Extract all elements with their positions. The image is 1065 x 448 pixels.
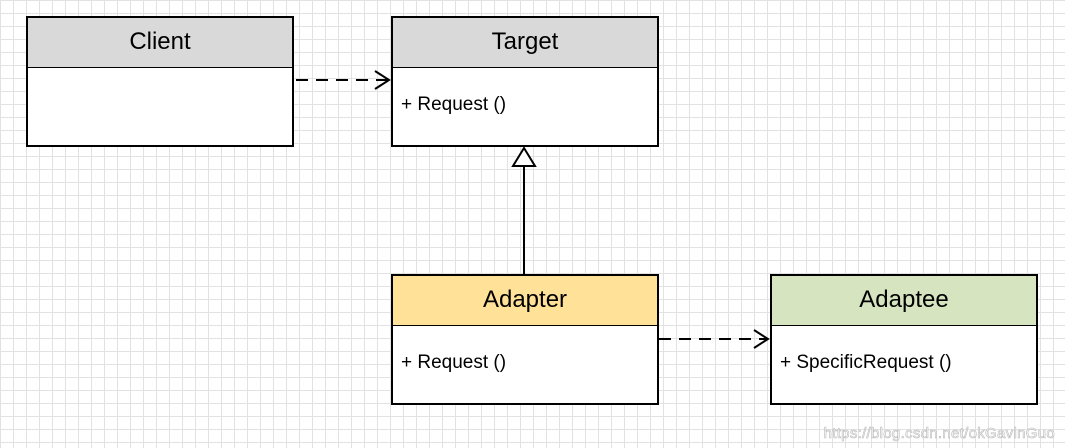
adapter-adaptee-dependency-arrowhead [753,329,770,349]
watermark-text: https://blog.csdn.net/okGavinGuo [823,425,1055,443]
adapter-operation: + Request () [401,352,507,373]
client-target-dependency-arrowhead [374,70,391,90]
client-class-box: Client [26,16,294,147]
client-class-name: Client [28,18,292,68]
adaptee-operation: + SpecificRequest () [780,352,952,373]
target-class-box: Target + Request () [391,16,659,147]
adaptee-class-name: Adaptee [772,276,1036,326]
target-class-name: Target [393,18,657,68]
adapter-class-name: Adapter [393,276,657,326]
adapter-class-box: Adapter + Request () [391,274,659,405]
client-class-body [28,68,292,145]
target-operation: + Request () [401,94,507,115]
adaptee-class-body: + SpecificRequest () [772,326,1036,403]
adapter-target-generalization-arrowhead [511,146,537,167]
adapter-class-body: + Request () [393,326,657,403]
adaptee-class-box: Adaptee + SpecificRequest () [770,274,1038,405]
target-class-body: + Request () [393,68,657,145]
